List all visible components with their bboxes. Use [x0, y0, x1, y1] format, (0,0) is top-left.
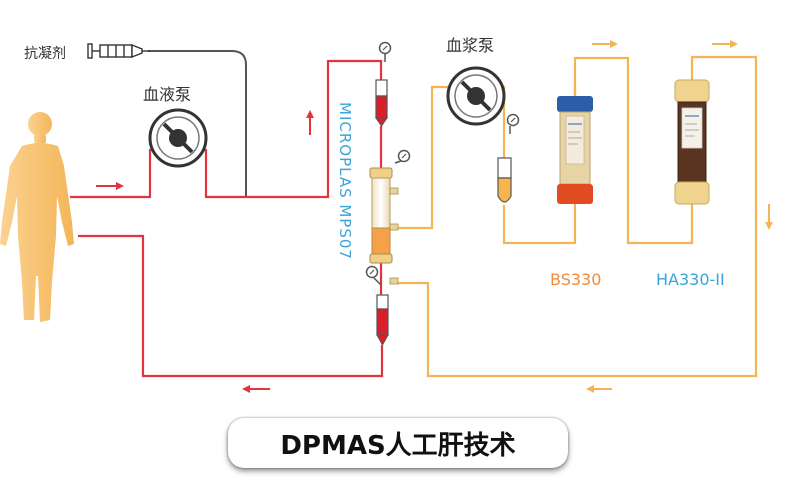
- blood-pump-icon: [148, 108, 208, 168]
- orange-arrow-down: [765, 204, 773, 230]
- ha330-label: HA330-II: [656, 270, 725, 289]
- orange-arrow-right-2: [712, 40, 738, 48]
- red-arrow-left: [242, 385, 270, 393]
- blood-pump-label: 血液泵: [143, 85, 191, 104]
- pressure-gauge-icon: [506, 113, 520, 134]
- bs330-column-icon: [557, 96, 593, 204]
- anticoagulant-line: [148, 50, 247, 197]
- plasma-pump-label: 血浆泵: [446, 36, 494, 55]
- drip-chamber-plasma-icon: [497, 157, 512, 203]
- drip-chamber-upper-icon: [375, 79, 388, 127]
- plasma-pump-icon: [446, 66, 506, 126]
- plasma-bs330-line: [502, 56, 694, 245]
- pressure-gauge-icon: [365, 265, 382, 286]
- bs330-label: BS330: [550, 270, 601, 289]
- ha330-column-icon: [674, 79, 710, 205]
- anticoagulant-label: 抗凝剂: [24, 46, 66, 62]
- syringe-icon: [87, 43, 150, 59]
- human-body-icon: [0, 112, 74, 322]
- orange-arrow-left: [586, 385, 612, 393]
- drip-chamber-lower-icon: [376, 294, 389, 347]
- microplas-label: MICROPLAS MPS07: [336, 102, 354, 260]
- plasma-separator-icon: [369, 167, 399, 285]
- pressure-gauge-icon: [378, 41, 392, 62]
- pressure-gauge-icon: [394, 149, 411, 164]
- blood-out-line: [70, 59, 383, 199]
- red-arrow-up: [306, 110, 314, 135]
- diagram-title: DPMAS人工肝技术: [228, 418, 568, 468]
- orange-arrow-right-1: [592, 40, 618, 48]
- plasma-ha330-line: [396, 55, 758, 378]
- red-arrow-right: [96, 182, 124, 190]
- blood-return-line: [78, 234, 384, 378]
- plasma-out-line: [396, 85, 506, 230]
